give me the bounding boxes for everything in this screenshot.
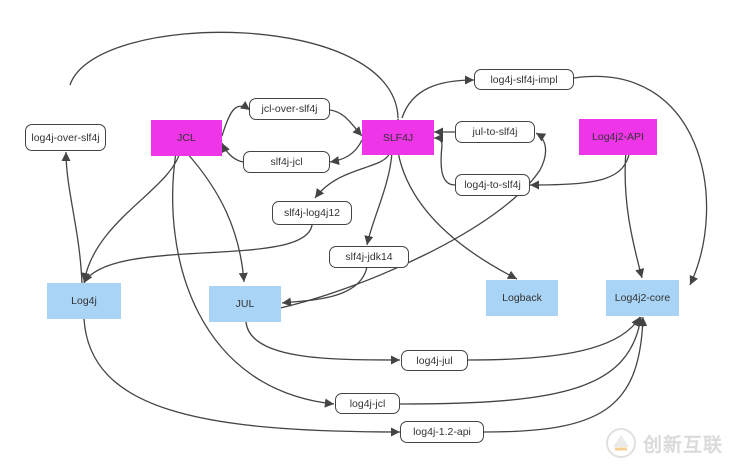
watermark-logo-icon — [606, 428, 636, 458]
edge-jcl-to-log4j-jcl — [172, 151, 335, 408]
edge-slf4j-to-slf4j-jdk14 — [364, 151, 393, 246]
edge-slf4j-to-log4j-over-slf4j — [69, 31, 403, 128]
edge-log4j-to-log4j-over-slf4j — [61, 151, 83, 285]
edge-log4j-to-log4j-1-2-api — [83, 318, 401, 437]
edge-jcl-to-jcl-over-slf4j — [221, 101, 251, 137]
node-log4j: Log4j — [47, 283, 121, 319]
node-slf4j: SLF4J — [362, 120, 434, 155]
node-logback: Logback — [486, 280, 558, 316]
node-log4j-over-slf4j: log4j-over-slf4j — [25, 124, 106, 151]
node-log4j2-api: Log4j2-API — [579, 119, 657, 155]
edge-jul-to-jul-to-slf4j — [279, 132, 547, 309]
edge-jcl-over-slf4j-to-slf4j — [329, 109, 363, 137]
node-jcl: JCL — [151, 120, 222, 156]
edge-slf4j-jdk14-to-jul — [281, 266, 368, 307]
watermark-text: 创新互联 — [643, 433, 724, 456]
node-log4j-slf4j-impl: log4j-slf4j-impl — [474, 69, 574, 90]
edge-slf4j-to-logback — [397, 151, 518, 280]
edge-slf4j-jcl-to-jcl — [221, 142, 244, 163]
node-jul: JUL — [209, 286, 281, 322]
node-log4j2-core: Log4j2-core — [606, 280, 679, 316]
edge-log4j-slf4j-impl-to-log4j2-core — [573, 75, 708, 286]
node-slf4j-log4j12: slf4j-log4j12 — [272, 201, 352, 225]
edge-slf4j-log4j12-to-log4j — [83, 224, 313, 284]
edge-log4j2-api-to-log4j2-core — [624, 149, 645, 279]
node-slf4j-jdk14: slf4j-jdk14 — [329, 246, 409, 268]
node-log4j-jul: log4j-jul — [401, 350, 468, 371]
edge-log4j-to-slf4j-to-slf4j — [433, 133, 456, 186]
edge-slf4j-to-slf4j-jcl — [329, 139, 363, 166]
edge-jul-to-log4j-jul — [245, 321, 401, 365]
edge-jcl-to-log4j — [81, 151, 181, 283]
watermark: 创新互联 — [605, 425, 733, 461]
node-log4j-jcl: log4j-jcl — [335, 393, 400, 414]
edge-log4j2-api-to-log4j-to-slf4j — [529, 149, 631, 190]
edge-slf4j-to-slf4j-log4j12 — [314, 151, 391, 199]
node-jcl-over-slf4j: jcl-over-slf4j — [249, 98, 330, 120]
edge-jcl-to-jul — [185, 151, 248, 283]
edge-log4j-jcl-to-log4j2-core — [399, 316, 645, 405]
node-jul-to-slf4j: jul-to-slf4j — [455, 121, 535, 143]
edge-log4j-jul-to-log4j2-core — [467, 316, 641, 361]
node-log4j-1-2-api: log4j-1.2-api — [400, 421, 484, 443]
node-log4j-to-slf4j: log4j-to-slf4j — [455, 174, 530, 196]
node-slf4j-jcl: slf4j-jcl — [243, 151, 330, 173]
edge-log4j-1-2-api-to-log4j2-core — [483, 316, 648, 433]
edges — [61, 31, 708, 437]
edge-slf4j-to-log4j-slf4j-impl — [401, 75, 475, 119]
